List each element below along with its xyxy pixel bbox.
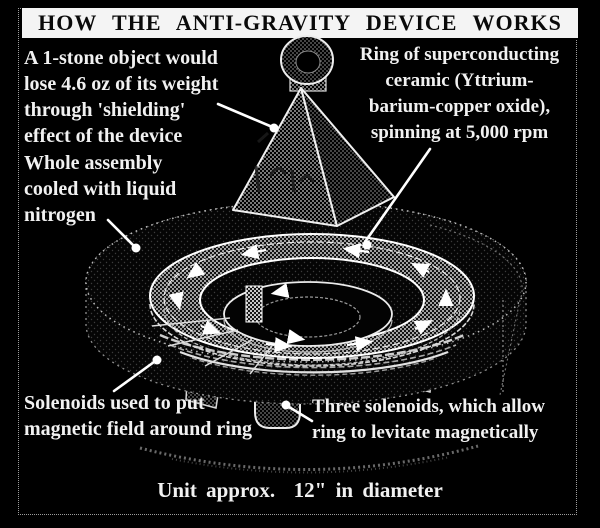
ground-shadow	[139, 444, 479, 474]
leader-dot-ring	[362, 240, 372, 250]
ring-spokes	[151, 317, 273, 375]
annotation-line: A 1-stone object would	[24, 47, 218, 69]
ring-hub	[223, 281, 393, 353]
title-bar: HOW THE ANTI-GRAVITY DEVICE WORKS	[22, 8, 578, 38]
annotation-line: nitrogen	[24, 204, 96, 226]
superconducting-ring	[149, 233, 475, 367]
diameter-caption: Unit approx. 12" in diameter	[157, 478, 443, 502]
annotation-cooling: Whole assembly cooled with liquid nitrog…	[24, 150, 176, 228]
annotation-line: spinning at 5,000 rpm	[370, 122, 549, 143]
weight-engraving	[254, 131, 315, 193]
leader-line-solenoids-field	[112, 360, 156, 393]
hub-post	[245, 285, 263, 323]
leader-dot-solenoids-field	[152, 355, 162, 365]
annotation-line: magnetic field around ring	[24, 418, 252, 440]
leader-dot-cooling	[131, 243, 141, 253]
leader-line-weight	[216, 102, 272, 128]
annotation-line: lose 4.6 oz of its weight	[24, 73, 219, 95]
weight-ring-handle	[280, 35, 334, 85]
annotation-line: Ring of superconducting	[359, 44, 560, 65]
annotation-line: Three solenoids, which allow	[312, 396, 545, 417]
spin-arrows	[168, 243, 454, 353]
annotation-weight-loss: A 1-stone object would lose 4.6 oz of it…	[24, 45, 218, 149]
pyramid-right-face	[300, 87, 395, 227]
leader-line-cooling	[106, 218, 135, 247]
page-title: HOW THE ANTI-GRAVITY DEVICE WORKS	[38, 10, 562, 35]
annotation-line: cooled with liquid	[24, 178, 177, 200]
annotation-line: effect of the device	[24, 125, 183, 147]
leader-line-solenoids-levitate	[287, 405, 314, 423]
annotation-solenoids-field: Solenoids used to put magnetic field aro…	[24, 390, 252, 442]
leader-line-ring	[363, 147, 432, 244]
annotation-line: barium-copper oxide),	[368, 96, 551, 117]
annotation-line: ceramic (Yttrium-	[385, 70, 534, 91]
pyramid-weight	[232, 35, 395, 227]
leader-dots	[131, 123, 372, 410]
annotation-line: ring to levitate magnetically	[312, 422, 539, 443]
leader-lines	[106, 102, 432, 423]
annotation-solenoids-levitate: Three solenoids, which allow ring to lev…	[312, 394, 545, 446]
annotation-line: Solenoids used to put	[24, 392, 205, 414]
annotation-line: Whole assembly	[24, 152, 163, 174]
annotation-line: through 'shielding'	[24, 99, 186, 121]
leader-dot-solenoids-levitate	[281, 400, 291, 410]
leader-dot-weight	[269, 123, 279, 133]
annotation-ring: Ring of superconducting ceramic (Yttrium…	[342, 42, 577, 146]
